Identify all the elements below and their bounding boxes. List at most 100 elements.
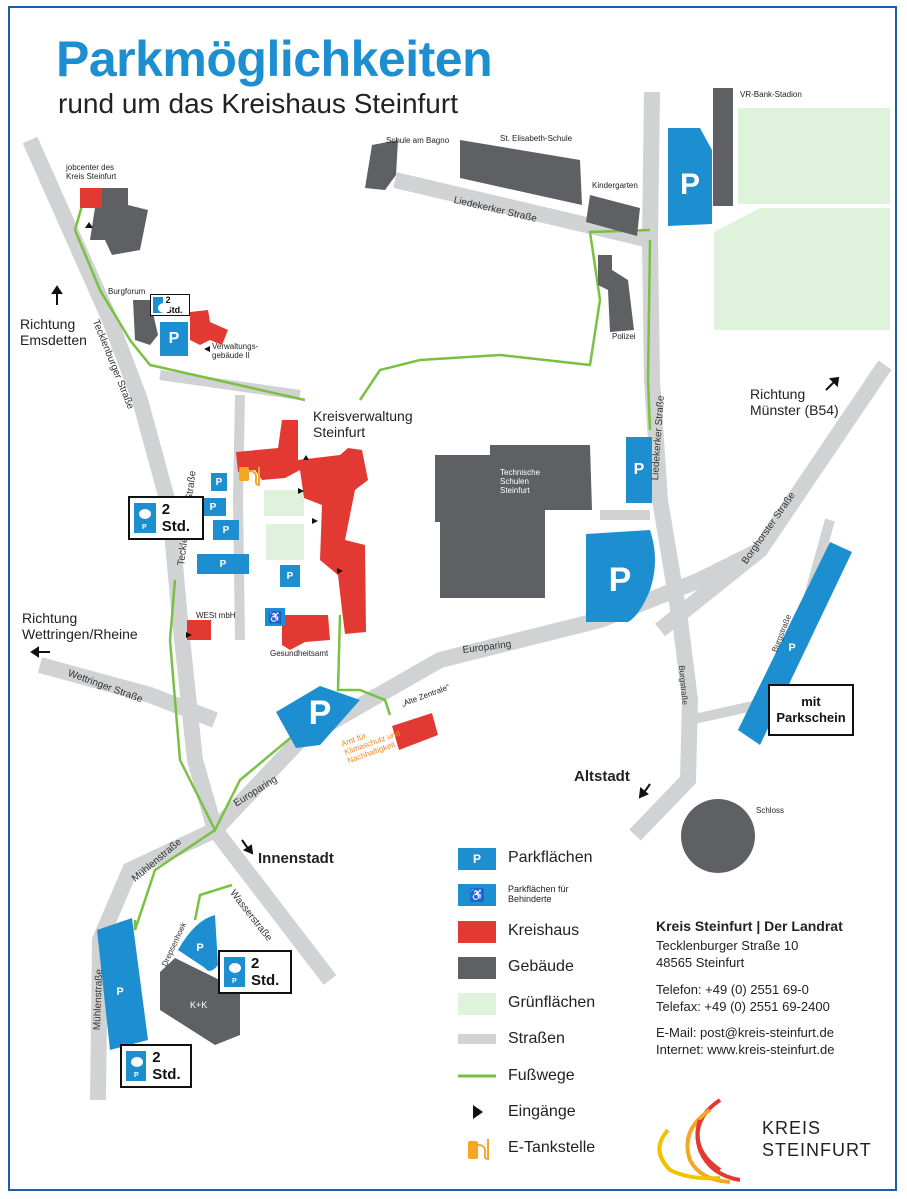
street-swatch bbox=[458, 1034, 496, 1044]
parking-disc-icon bbox=[126, 1051, 147, 1081]
richtung-wettringen-label: Richtung Wettringen/Rheine bbox=[22, 610, 138, 642]
sign-2std-3: 2 Std. bbox=[120, 1044, 192, 1088]
legend-kreishaus: Kreishaus bbox=[508, 922, 580, 939]
jobcenter-red bbox=[80, 188, 102, 208]
entrance-icon-3 bbox=[312, 518, 318, 524]
direction-arrows bbox=[30, 285, 840, 855]
footpaths bbox=[73, 194, 652, 931]
parking-areas bbox=[97, 128, 852, 1050]
parking-disc-icon bbox=[134, 503, 156, 533]
sign-2std-small: 2 Std. bbox=[150, 294, 190, 316]
entrance-icon-2 bbox=[298, 488, 304, 494]
footpath-2 bbox=[358, 228, 651, 401]
muehlen-road bbox=[90, 822, 219, 1101]
verwaltung-ii-red bbox=[190, 310, 228, 345]
footpath-3 bbox=[646, 239, 652, 431]
kindergarten-building bbox=[586, 195, 640, 236]
west-label: WESt mbH bbox=[196, 611, 236, 620]
wettringer-road bbox=[37, 657, 218, 728]
street-muehlen-left: Mühlenstraße bbox=[92, 968, 106, 1031]
contact-web[interactable]: Internet: www.kreis-steinfurt.de bbox=[656, 1042, 835, 1057]
elisabeth-label: St. Elisabeth-Schule bbox=[500, 134, 573, 143]
logo-mark-icon bbox=[657, 1098, 741, 1184]
parking-disabled bbox=[265, 608, 285, 626]
parking-drepsenhoek bbox=[178, 915, 218, 971]
technische-label: Technische Schulen Steinfurt bbox=[500, 468, 541, 495]
sign-2std-2: 2 Std. bbox=[218, 950, 292, 994]
legend-gebaeude: Gebäude bbox=[508, 958, 574, 975]
polizei-building bbox=[598, 255, 634, 332]
contact-email[interactable]: E-Mail: post@kreis-steinfurt.de bbox=[656, 1025, 834, 1040]
buildings bbox=[90, 88, 755, 1045]
jobcenter-label: jobcenter des Kreis Steinfurt bbox=[66, 163, 117, 181]
parking-europaring bbox=[276, 686, 360, 748]
footpath-4 bbox=[336, 614, 392, 716]
parking-burgforum bbox=[160, 322, 188, 356]
europaring-road bbox=[209, 542, 764, 836]
kk-building bbox=[160, 958, 240, 1045]
ev-charger-legend-icon bbox=[468, 1141, 478, 1159]
parking-small-5 bbox=[280, 565, 300, 587]
access-road-north bbox=[159, 370, 301, 400]
verwaltung-label: Verwaltungs- gebäude II bbox=[212, 342, 259, 360]
kreishaus-buildings bbox=[80, 188, 438, 750]
courtyard-green-1 bbox=[264, 490, 304, 516]
parking-label-stadion: P bbox=[679, 168, 700, 201]
contact-fax: Telefax: +49 (0) 2551 69-2400 bbox=[656, 999, 830, 1014]
parking-label-technische: P bbox=[608, 560, 632, 599]
kreisverwaltung-red bbox=[236, 420, 368, 634]
parking-liedekerker bbox=[626, 437, 652, 503]
borghorster-road bbox=[655, 360, 892, 637]
parking-label-drepsenhoek: P bbox=[196, 942, 204, 954]
entrance-icon-1 bbox=[303, 455, 309, 460]
stadion-building bbox=[713, 88, 733, 206]
entrance-icon-5 bbox=[186, 632, 192, 638]
west-red bbox=[187, 620, 211, 640]
altstadt-label: Altstadt bbox=[574, 768, 630, 785]
grey-swatch bbox=[458, 957, 496, 979]
alte-zentrale-red bbox=[392, 713, 438, 750]
access-road-west bbox=[232, 394, 245, 641]
richtung-muenster-label: Richtung Münster (B54) bbox=[750, 386, 839, 418]
legend-etankstelle: E-Tankstelle bbox=[508, 1139, 596, 1156]
legend-wheelchair-glyph: ♿ bbox=[469, 888, 485, 902]
entrance-markers bbox=[85, 222, 343, 638]
wasser-road bbox=[208, 825, 337, 985]
parking-disc-icon bbox=[153, 297, 170, 313]
contact-city: 48565 Steinfurt bbox=[656, 955, 745, 970]
schule-bagno-label: Schule am Bagno bbox=[386, 136, 450, 145]
parking-label-s2: P bbox=[209, 501, 217, 513]
parking-disc-icon bbox=[224, 957, 245, 987]
jobcenter-building bbox=[90, 188, 148, 255]
parking-label-europaring: P bbox=[308, 693, 332, 732]
parking-small-3 bbox=[213, 520, 239, 540]
parking-label-s3: P bbox=[222, 524, 230, 536]
parking-label-s4: P bbox=[219, 558, 227, 570]
footpath-6 bbox=[133, 828, 216, 931]
contact-phone: Telefon: +49 (0) 2551 69-0 bbox=[656, 982, 809, 997]
parking-stadion bbox=[668, 128, 712, 226]
technische-schulen-building bbox=[435, 445, 592, 598]
ev-charger-icon bbox=[239, 467, 260, 487]
legend-swatches bbox=[458, 848, 496, 1161]
burgforum-label: Burgforum bbox=[108, 287, 146, 296]
sign-2std-1-text: 2 Std. bbox=[161, 501, 191, 535]
sign-parkschein: mit Parkschein bbox=[768, 684, 854, 736]
richtung-emsdetten-label: Richtung Emsdetten bbox=[20, 316, 87, 348]
innenstadt-label: Innenstadt bbox=[258, 850, 334, 867]
entrance-icon-6 bbox=[204, 346, 210, 352]
contact-org: Kreis Steinfurt | Der Landrat bbox=[656, 918, 843, 934]
page-title: Parkmöglichkeiten bbox=[56, 31, 493, 87]
parking-label-liedekerker: P bbox=[633, 461, 645, 478]
parking-muehlenstrasse bbox=[97, 918, 148, 1050]
kreisverwaltung-label: Kreisverwaltung Steinfurt bbox=[313, 408, 413, 440]
legend-strassen: Straßen bbox=[508, 1030, 565, 1047]
wheelchair-icon bbox=[458, 884, 496, 906]
polizei-label: Polizei bbox=[612, 332, 636, 341]
parking-small-1 bbox=[211, 473, 227, 491]
wheelchair-map-icon: ♿ bbox=[268, 611, 282, 624]
legend-parkflaechen: Parkflächen bbox=[508, 849, 593, 866]
page-subtitle: rund um das Kreishaus Steinfurt bbox=[58, 88, 458, 119]
contact-street: Tecklenburger Straße 10 bbox=[656, 938, 799, 953]
